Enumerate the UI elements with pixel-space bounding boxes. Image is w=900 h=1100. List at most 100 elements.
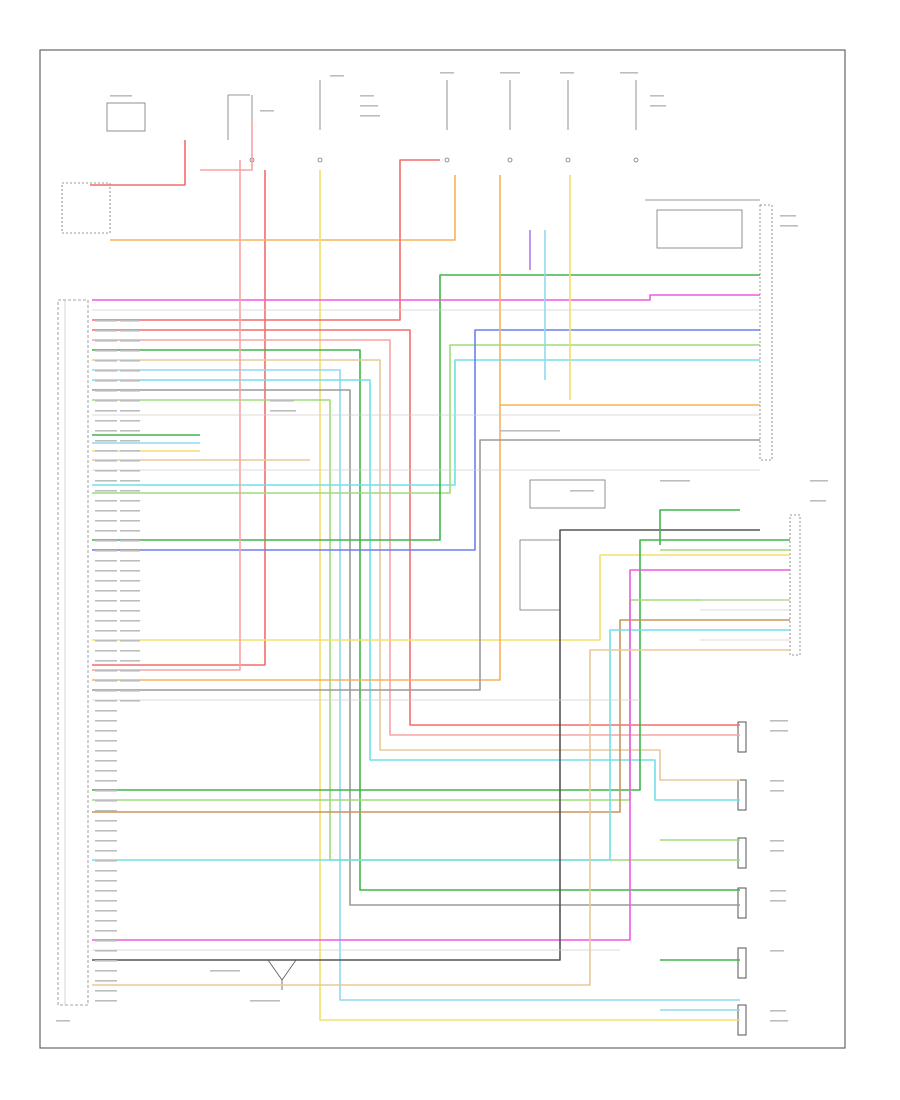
wire-blue-21: [92, 329, 760, 551]
label-mark-141: [270, 400, 294, 402]
label-mark-116: [360, 105, 378, 107]
label-mark-4: [95, 360, 117, 362]
label-mark-112: [500, 72, 520, 74]
label-mark-127: [770, 720, 788, 722]
label-mark-125: [810, 480, 828, 482]
label-marks: [56, 72, 828, 1022]
label-mark-73: [120, 360, 140, 362]
label-mark-65: [95, 970, 117, 972]
label-mark-96: [120, 590, 140, 592]
wire-light_green-19: [92, 344, 760, 494]
label-mark-66: [95, 980, 117, 982]
label-mark-79: [120, 420, 140, 422]
label-mark-52: [95, 840, 117, 842]
label-mark-82: [120, 450, 140, 452]
label-mark-70: [120, 330, 140, 332]
label-mark-76: [120, 390, 140, 392]
label-mark-49: [95, 810, 117, 812]
label-mark-34: [95, 660, 117, 662]
diagram-border: [39, 49, 846, 1049]
label-mark-114: [620, 72, 638, 74]
label-mark-60: [95, 920, 117, 922]
label-mark-28: [95, 600, 117, 602]
label-mark-103: [120, 660, 140, 662]
wire-brown-26: [92, 619, 790, 813]
label-mark-107: [120, 700, 140, 702]
label-mark-11: [95, 430, 117, 432]
label-mark-23: [95, 550, 117, 552]
label-mark-80: [120, 430, 140, 432]
label-mark-135: [770, 950, 784, 952]
label-mark-105: [120, 680, 140, 682]
wire-gray-12: [92, 389, 740, 906]
wire-tan-30: [92, 649, 790, 986]
label-mark-110: [330, 75, 344, 77]
label-mark-17: [95, 490, 117, 492]
label-mark-64: [95, 960, 117, 962]
sensor-3: [737, 837, 747, 869]
label-mark-38: [95, 700, 117, 702]
label-mark-19: [95, 510, 117, 512]
label-mark-50: [95, 820, 117, 822]
label-mark-129: [770, 780, 784, 782]
label-mark-117: [360, 115, 380, 117]
label-mark-100: [120, 630, 140, 632]
label-mark-106: [120, 690, 140, 692]
label-mark-72: [120, 350, 140, 352]
label-mark-40: [95, 720, 117, 722]
right-upper-module: [645, 199, 773, 461]
label-mark-119: [650, 105, 666, 107]
label-mark-113: [560, 72, 574, 74]
wire-red-0: [90, 140, 186, 186]
label-mark-48: [95, 800, 117, 802]
label-mark-21: [95, 530, 117, 532]
label-mark-22: [95, 540, 117, 542]
wires-group: [90, 120, 790, 1021]
label-mark-99: [120, 620, 140, 622]
label-mark-39: [95, 710, 117, 712]
label-mark-18: [95, 500, 117, 502]
wire-green-24: [92, 539, 790, 791]
top-fuse-block: [61, 80, 639, 234]
label-mark-13: [95, 450, 117, 452]
label-mark-44: [95, 760, 117, 762]
label-mark-41: [95, 730, 117, 732]
label-mark-16: [95, 480, 117, 482]
wire-green-8: [92, 349, 740, 891]
wire-cyan-11: [92, 379, 740, 801]
sensor-5: [737, 947, 747, 979]
label-mark-139: [250, 1000, 280, 1002]
wire-green-31: [659, 509, 740, 545]
label-mark-10: [95, 420, 117, 422]
label-mark-126: [810, 500, 826, 502]
wheel-sensors: [737, 721, 747, 1036]
label-mark-58: [95, 900, 117, 902]
label-mark-136: [770, 1010, 786, 1012]
label-mark-26: [95, 580, 117, 582]
label-mark-46: [95, 780, 117, 782]
label-mark-42: [95, 740, 117, 742]
wire-orange-3: [110, 175, 456, 241]
label-mark-61: [95, 930, 117, 932]
label-mark-0: [95, 320, 117, 322]
label-mark-53: [95, 850, 117, 852]
sensor-4: [737, 887, 747, 919]
label-mark-122: [660, 480, 690, 482]
label-mark-35: [95, 670, 117, 672]
label-mark-138: [210, 970, 240, 972]
label-mark-94: [120, 570, 140, 572]
label-mark-57: [95, 890, 117, 892]
wire-pink-7: [92, 339, 740, 736]
label-mark-24: [95, 560, 117, 562]
label-mark-63: [95, 950, 117, 952]
wire-cyan-18: [92, 359, 760, 486]
label-mark-84: [120, 470, 140, 472]
control-module: [57, 299, 89, 1006]
label-mark-54: [95, 860, 117, 862]
sensor-2: [737, 779, 747, 811]
label-mark-132: [770, 850, 784, 852]
label-mark-12: [95, 440, 117, 442]
label-mark-120: [780, 215, 796, 217]
label-mark-67: [95, 990, 117, 992]
label-mark-81: [120, 440, 140, 442]
